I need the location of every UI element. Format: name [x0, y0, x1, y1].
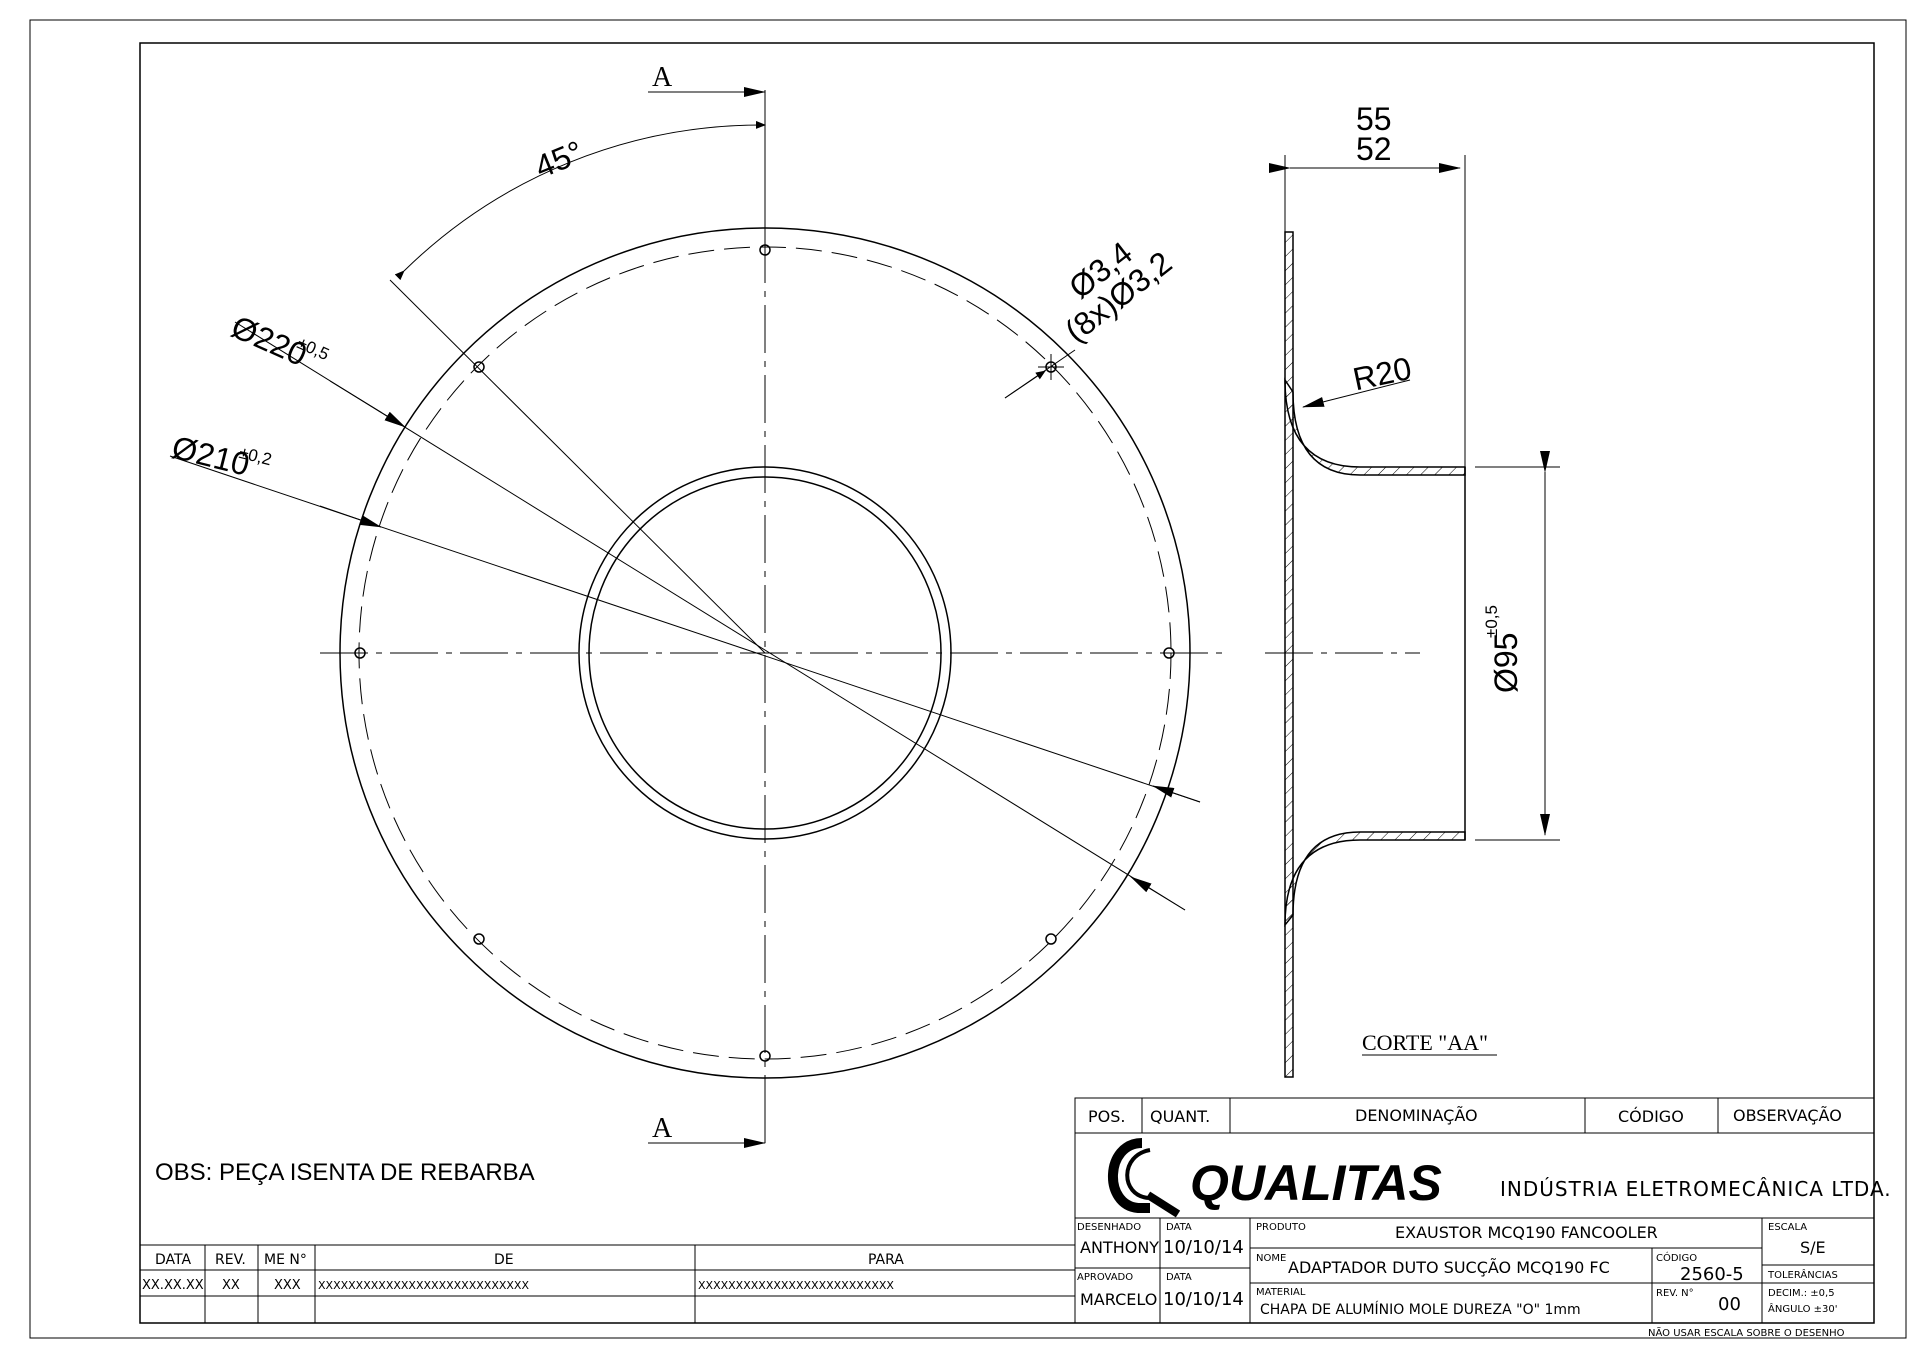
- rev-cell-me: XXX: [274, 1278, 301, 1293]
- parts-header-observacao: OBSERVAÇÃO: [1733, 1106, 1842, 1125]
- qualitas-logo-icon: [1108, 1138, 1181, 1218]
- aprovado-label: APROVADO: [1077, 1272, 1133, 1283]
- material-value: CHAPA DE ALUMÍNIO MOLE DUREZA "O" 1mm: [1260, 1301, 1581, 1318]
- rev-cell-data: XX.XX.XX: [142, 1278, 204, 1293]
- dim-210-arrow-a: [319, 505, 382, 528]
- radius-leader: [1302, 379, 1411, 408]
- radius-label: R20: [1350, 350, 1415, 397]
- tolerancias-label: TOLERÂNCIAS: [1767, 1268, 1838, 1281]
- flange-plate: [1284, 231, 1294, 1078]
- rev-cell-para: XXXXXXXXXXXXXXXXXXXXXXXXXX: [698, 1279, 894, 1292]
- section-view: 55 52 R20 Ø95 ±0,5 CORTE "AA": [1265, 101, 1560, 1078]
- escala-label: ESCALA: [1768, 1222, 1807, 1233]
- title-block: POS. QUANT. DENOMINAÇÃO CÓDIGO OBSERVAÇÃ…: [1074, 1097, 1892, 1324]
- hole-dim-arrow: [1004, 370, 1046, 399]
- logo-text: QUALITAS: [1190, 1155, 1442, 1211]
- dim-220-arrow-b: [1130, 876, 1186, 911]
- rev-header-rev: REV.: [215, 1252, 246, 1268]
- section-mark-top: A: [652, 62, 673, 93]
- angle-leader: [389, 279, 766, 654]
- tol-angulo: ÂNGULO ±30': [1768, 1302, 1838, 1315]
- hole: [473, 361, 485, 373]
- lower-curve: [1284, 831, 1466, 928]
- revision-table: DATA REV. ME N° DE PARA XX.XX.XX XX XXX …: [139, 1244, 1076, 1324]
- dim-length-b: 52: [1356, 131, 1392, 167]
- parts-header-denominacao: DENOMINAÇÃO: [1355, 1106, 1478, 1125]
- parts-header-pos: POS.: [1088, 1107, 1125, 1126]
- hole: [1045, 933, 1057, 945]
- footer-note: NÃO USAR ESCALA SOBRE O DESENHO: [1648, 1326, 1845, 1339]
- front-view: A A 45° Ø220 ±0,5 Ø210 ±0,2 Ø3,4 (8x)Ø3,…: [168, 62, 1225, 1148]
- rev-header-para: PARA: [868, 1252, 904, 1268]
- hole: [473, 933, 485, 945]
- data-value-2: 10/10/14: [1163, 1289, 1244, 1310]
- nome-value: ADAPTADOR DUTO SUCÇÃO MCQ190 FC: [1288, 1258, 1610, 1277]
- aprovado-value: MARCELO: [1080, 1290, 1157, 1309]
- rev-cell-de: XXXXXXXXXXXXXXXXXXXXXXXXXXXX: [318, 1279, 529, 1292]
- dim-length-a: 55: [1356, 101, 1392, 137]
- hole: [1163, 647, 1175, 659]
- drawing-frame: [139, 42, 1875, 1324]
- dim-95-label: Ø95: [1488, 633, 1524, 693]
- codigo-label: CÓDIGO: [1656, 1251, 1697, 1264]
- parts-header-quant: QUANT.: [1150, 1107, 1210, 1126]
- angle-arc: [394, 120, 766, 281]
- rev-header-data: DATA: [155, 1252, 191, 1268]
- rev-value: 00: [1718, 1294, 1741, 1315]
- section-mark-bottom: A: [652, 1113, 673, 1144]
- rev-header-me: ME N°: [264, 1252, 307, 1268]
- produto-label: PRODUTO: [1256, 1222, 1306, 1233]
- desenhado-label: DESENHADO: [1077, 1222, 1141, 1233]
- escala-value: S/E: [1800, 1238, 1826, 1257]
- obs-note: OBS: PEÇA ISENTA DE REBARBA: [155, 1159, 535, 1186]
- dim-210-arrow-b: [1152, 785, 1201, 803]
- produto-value: EXAUSTOR MCQ190 FANCOOLER: [1395, 1223, 1658, 1242]
- rev-cell-rev: XX: [222, 1278, 240, 1293]
- hole: [354, 647, 366, 659]
- desenhado-value: ANTHONY: [1080, 1238, 1159, 1257]
- codigo-value: 2560-5: [1680, 1264, 1744, 1285]
- material-label: MATERIAL: [1256, 1287, 1306, 1298]
- angle-label: 45°: [530, 134, 588, 186]
- tol-decim: DECIM.: ±0,5: [1768, 1288, 1835, 1299]
- section-label: CORTE "AA": [1362, 1030, 1488, 1055]
- parts-header-codigo: CÓDIGO: [1618, 1107, 1684, 1126]
- data-label-2: DATA: [1166, 1272, 1192, 1283]
- dim-95-tolerance: ±0,5: [1482, 605, 1501, 638]
- duct-outer-circle: [578, 466, 952, 840]
- hole: [759, 1050, 771, 1062]
- dim-220-arrow-a: [329, 380, 406, 428]
- rev-header-de: DE: [494, 1252, 514, 1268]
- data-value-1: 10/10/14: [1163, 1237, 1244, 1258]
- rev-label: REV. N°: [1656, 1288, 1694, 1299]
- duct-inner-circle: [588, 476, 942, 830]
- upper-curve: [1284, 377, 1466, 476]
- nome-label: NOME: [1256, 1253, 1286, 1264]
- outer-border: [29, 19, 1907, 1339]
- data-label-1: DATA: [1166, 1222, 1192, 1233]
- company-name: INDÚSTRIA ELETROMECÂNICA LTDA.: [1500, 1177, 1892, 1201]
